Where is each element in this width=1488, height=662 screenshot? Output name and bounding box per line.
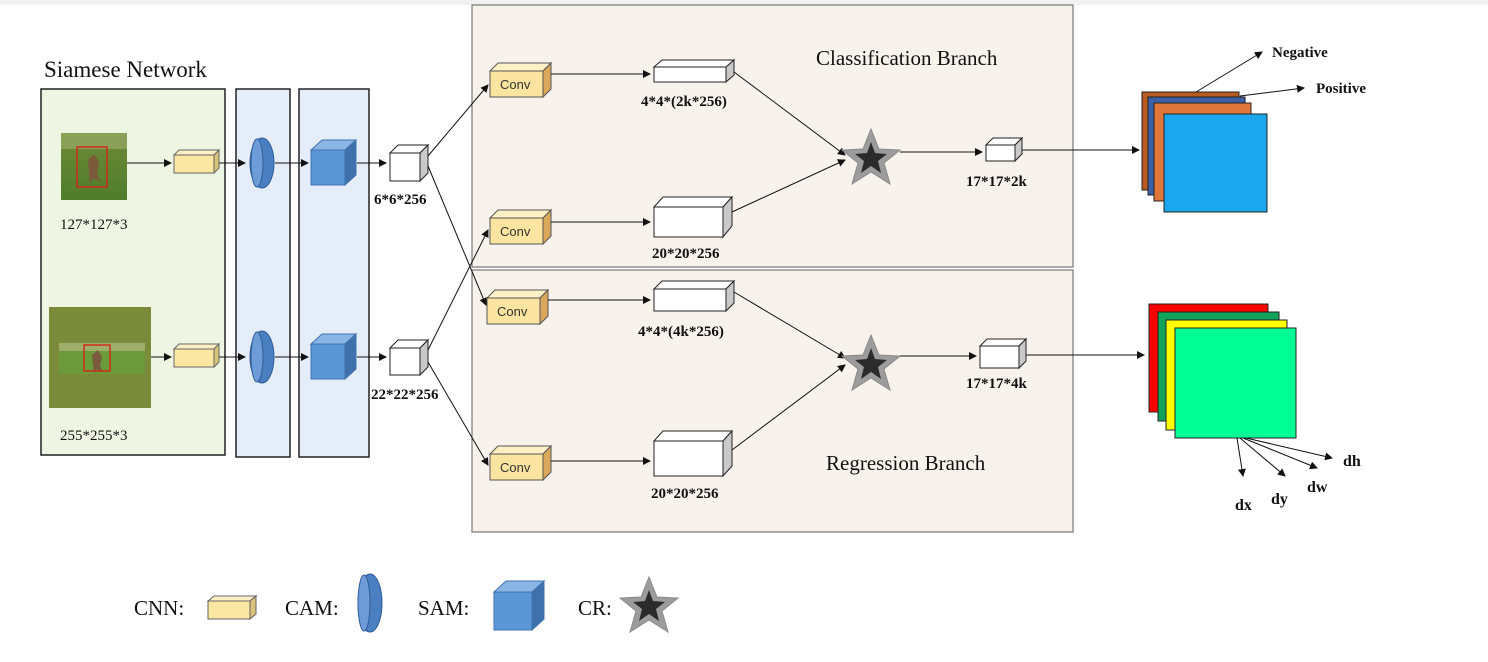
conv-block-cls-search: Conv xyxy=(488,208,553,246)
template-image xyxy=(61,133,127,200)
top-edge xyxy=(0,0,1488,5)
legend-sam-icon xyxy=(492,579,546,632)
siamese-title: Siamese Network xyxy=(44,57,207,82)
cls-output-label: 17*17*2k xyxy=(966,174,1028,190)
conv-label: Conv xyxy=(497,304,528,319)
feature-search-label: 22*22*256 xyxy=(371,387,439,403)
feature-search xyxy=(388,338,430,377)
legend-cr-icon xyxy=(618,575,680,634)
classification-branch-title: Classification Branch xyxy=(816,46,998,70)
regression-branch-title: Regression Branch xyxy=(826,451,986,475)
sam-block-template xyxy=(309,138,358,187)
cr-star-cls xyxy=(840,127,902,186)
feature-template xyxy=(388,143,430,183)
reg-output-label: 17*17*4k xyxy=(966,376,1028,392)
cls-kernel-label: 4*4*(2k*256) xyxy=(641,94,727,110)
dx-label: dx xyxy=(1235,497,1252,514)
conv-label: Conv xyxy=(500,77,531,92)
cam-block-template xyxy=(249,137,275,189)
sam-block-search xyxy=(309,332,358,381)
legend-cam-icon xyxy=(357,573,383,633)
reg-search-label: 20*20*256 xyxy=(651,486,719,502)
conv-block-reg-template: Conv xyxy=(485,288,550,326)
legend-cam-label: CAM: xyxy=(285,596,339,620)
search-size-label: 255*255*3 xyxy=(60,428,128,444)
cls-search-feature xyxy=(652,195,734,239)
reg-output-maps xyxy=(1148,303,1297,439)
feature-template-label: 6*6*256 xyxy=(374,192,427,208)
legend-cnn-label: CNN: xyxy=(134,596,184,620)
cls-output-feature xyxy=(984,136,1024,163)
reg-kernel-feature xyxy=(652,279,736,313)
dw-label: dw xyxy=(1307,479,1328,496)
reg-output-feature xyxy=(978,337,1028,370)
legend-cr-label: CR: xyxy=(578,596,612,620)
conv-block-reg-search: Conv xyxy=(488,444,553,482)
reg-search-feature xyxy=(652,429,734,478)
conv-label: Conv xyxy=(500,460,531,475)
cls-kernel-feature xyxy=(652,58,736,84)
legend-cnn-icon xyxy=(206,594,258,621)
regression-branch-box xyxy=(471,269,1074,533)
negative-label: Negative xyxy=(1272,45,1328,61)
conv-block-cls-template: Conv xyxy=(488,61,553,99)
positive-label: Positive xyxy=(1316,81,1366,97)
cls-search-label: 20*20*256 xyxy=(652,246,720,262)
dh-label: dh xyxy=(1343,453,1361,470)
cnn-block-template xyxy=(172,148,221,175)
template-size-label: 127*127*3 xyxy=(60,217,128,233)
conv-label: Conv xyxy=(500,224,531,239)
legend: CNN: CAM: SAM: CR: xyxy=(134,573,680,634)
cnn-block-search xyxy=(172,342,221,369)
classification-branch-box xyxy=(471,4,1074,268)
reg-kernel-label: 4*4*(4k*256) xyxy=(638,324,724,340)
cls-output-maps xyxy=(1141,91,1268,213)
cam-block-search xyxy=(249,330,275,384)
cr-star-reg xyxy=(840,333,902,392)
dy-label: dy xyxy=(1271,491,1288,508)
legend-sam-label: SAM: xyxy=(418,596,469,620)
search-image xyxy=(49,307,151,408)
